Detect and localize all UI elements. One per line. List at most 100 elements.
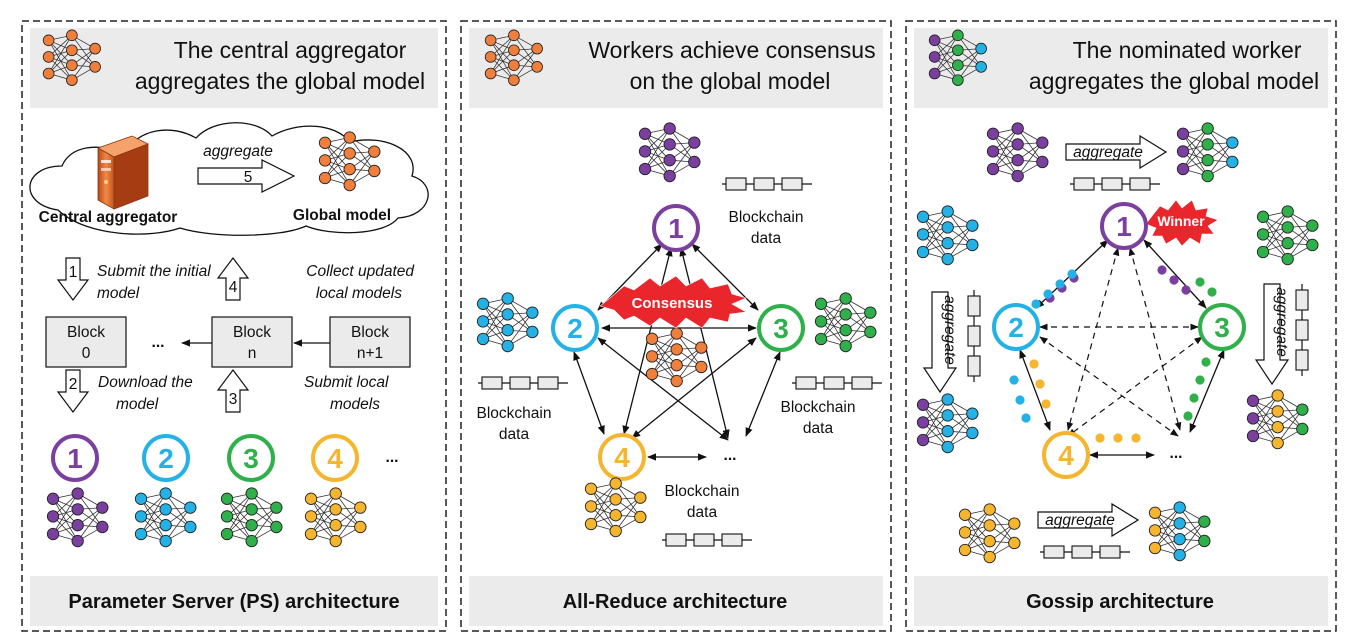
panel-parameter-server: The central aggregator aggregates the gl…: [21, 20, 447, 632]
worker-1-model-icon: [46, 487, 109, 548]
worker-4-node: 4: [311, 434, 359, 482]
left-aggregate-arrow: [922, 291, 958, 394]
step-2-text-2: model: [116, 396, 159, 413]
panel-gossip: The nominated worker aggregates the glob…: [905, 20, 1337, 632]
step-4-text-1: Collect updated: [306, 263, 415, 280]
chain-2-label-1: Blockchain: [477, 405, 552, 422]
consensus-label: Consensus: [632, 295, 713, 312]
server-icon: [97, 135, 149, 210]
global-model-label: Global model: [293, 207, 391, 224]
header-line-2: aggregates the global model: [1029, 68, 1319, 94]
ellipsis: ...: [724, 447, 737, 464]
worker-3-node: 3: [227, 434, 275, 482]
top-result-model-icon: [1176, 122, 1239, 183]
block-n: Block n: [211, 316, 293, 368]
bottom-aggregate-label: aggregate: [1045, 512, 1115, 529]
worker-2-node: 2: [992, 303, 1040, 351]
chain-4-label-1: Blockchain: [665, 483, 740, 500]
gossip-dot: [1035, 379, 1045, 389]
left-aggregate-label: aggregate: [941, 295, 958, 365]
worker-number: 4: [327, 443, 343, 474]
step-4-number: 4: [229, 279, 238, 296]
step-2-number: 2: [69, 376, 78, 393]
bottom-source-model-icon: [958, 503, 1021, 564]
step-1-text-2: model: [97, 285, 140, 302]
step-3-number: 3: [229, 391, 238, 408]
footer-title: Gossip architecture: [1026, 591, 1214, 613]
header-model-icon: [42, 29, 101, 86]
bottom-chain-icon: [1040, 545, 1130, 559]
worker-4-node: 4: [1042, 431, 1090, 479]
worker-number: 1: [67, 443, 83, 474]
gossip-dot: [1041, 399, 1051, 409]
header-line-1: Workers achieve consensus: [588, 37, 875, 63]
footer-title: All-Reduce architecture: [563, 591, 788, 613]
header-model-icon: [928, 29, 987, 86]
worker-number: 1: [1116, 211, 1132, 242]
step-3-text-2: models: [330, 396, 380, 413]
gossip-dot: [1043, 289, 1053, 299]
worker-3-model-icon: [220, 487, 283, 548]
gossip-dot: [1131, 433, 1141, 443]
right-source-model-icon: [1256, 205, 1319, 266]
panel-footer: [914, 576, 1328, 626]
svg-text:Block: Block: [351, 324, 389, 341]
bottom-aggregate-arrow: [1037, 502, 1140, 538]
worker-number: 3: [1214, 312, 1230, 343]
gossip-dot: [1207, 287, 1217, 297]
gossip-dot: [1201, 357, 1211, 367]
gossip-dot: [1015, 395, 1025, 405]
svg-text:Block: Block: [233, 324, 271, 341]
aggregate-label: aggregate: [203, 143, 273, 160]
top-aggregate-arrow: [1065, 134, 1168, 170]
worker-number: 2: [567, 313, 583, 344]
left-result-model-icon: [916, 393, 979, 454]
worker-3-node: 3: [1198, 303, 1246, 351]
panel-footer: [469, 576, 883, 626]
header-line-1: The nominated worker: [1073, 37, 1302, 63]
worker-1-node: 1: [51, 434, 99, 482]
step-4-text-2: local models: [316, 285, 402, 302]
top-aggregate-label: aggregate: [1073, 144, 1143, 161]
worker-2-node: 2: [142, 434, 190, 482]
panel-all-reduce: Workers achieve consensus on the global …: [460, 20, 892, 632]
header-line-2: on the global model: [630, 68, 831, 94]
header-line-1: The central aggregator: [174, 37, 407, 63]
worker-1-node: 1: [652, 204, 700, 252]
winner-label: Winner: [1157, 213, 1205, 229]
step-4-arrow: [216, 257, 250, 301]
worker-4-node: 4: [598, 433, 646, 481]
block-0: Block 0: [45, 316, 127, 368]
step-2-text-1: Download the: [98, 374, 193, 391]
gossip-links: [1019, 239, 1225, 459]
global-model-icon: [318, 131, 381, 192]
svg-text:n+1: n+1: [357, 345, 383, 362]
worker-2-model-icon: [476, 292, 539, 353]
worker-number: 2: [158, 443, 174, 474]
workers-ellipsis: ...: [386, 449, 399, 466]
step-2-arrow: [56, 369, 90, 413]
chain-1-label-2: data: [751, 230, 782, 247]
worker-1-node: 1: [1100, 202, 1148, 250]
step-1-arrow: [56, 257, 90, 301]
chain-icon-3: [792, 376, 882, 390]
header-model-icon: [484, 29, 543, 86]
worker-number: 1: [668, 213, 684, 244]
step-3-text-1: Submit local: [304, 374, 389, 391]
worker-4-model-icon: [304, 487, 367, 548]
ellipsis: ...: [1170, 445, 1183, 462]
header-line-2: aggregates the global model: [135, 68, 425, 94]
gossip-dashed-links: [1039, 247, 1203, 437]
gossip-dot: [1021, 413, 1031, 423]
winner-burst: Winner: [1145, 199, 1219, 247]
chain-2-label-2: data: [499, 426, 530, 443]
worker-4-model-icon: [584, 477, 647, 538]
panel-footer: [30, 576, 438, 626]
left-source-model-icon: [916, 205, 979, 266]
gossip-dots: [1009, 265, 1217, 443]
svg-text:0: 0: [82, 345, 91, 362]
aggregate-arrow: [197, 159, 296, 193]
worker-number: 3: [773, 313, 789, 344]
bottom-result-model-icon: [1148, 501, 1211, 562]
chain-4-label-2: data: [687, 504, 718, 521]
